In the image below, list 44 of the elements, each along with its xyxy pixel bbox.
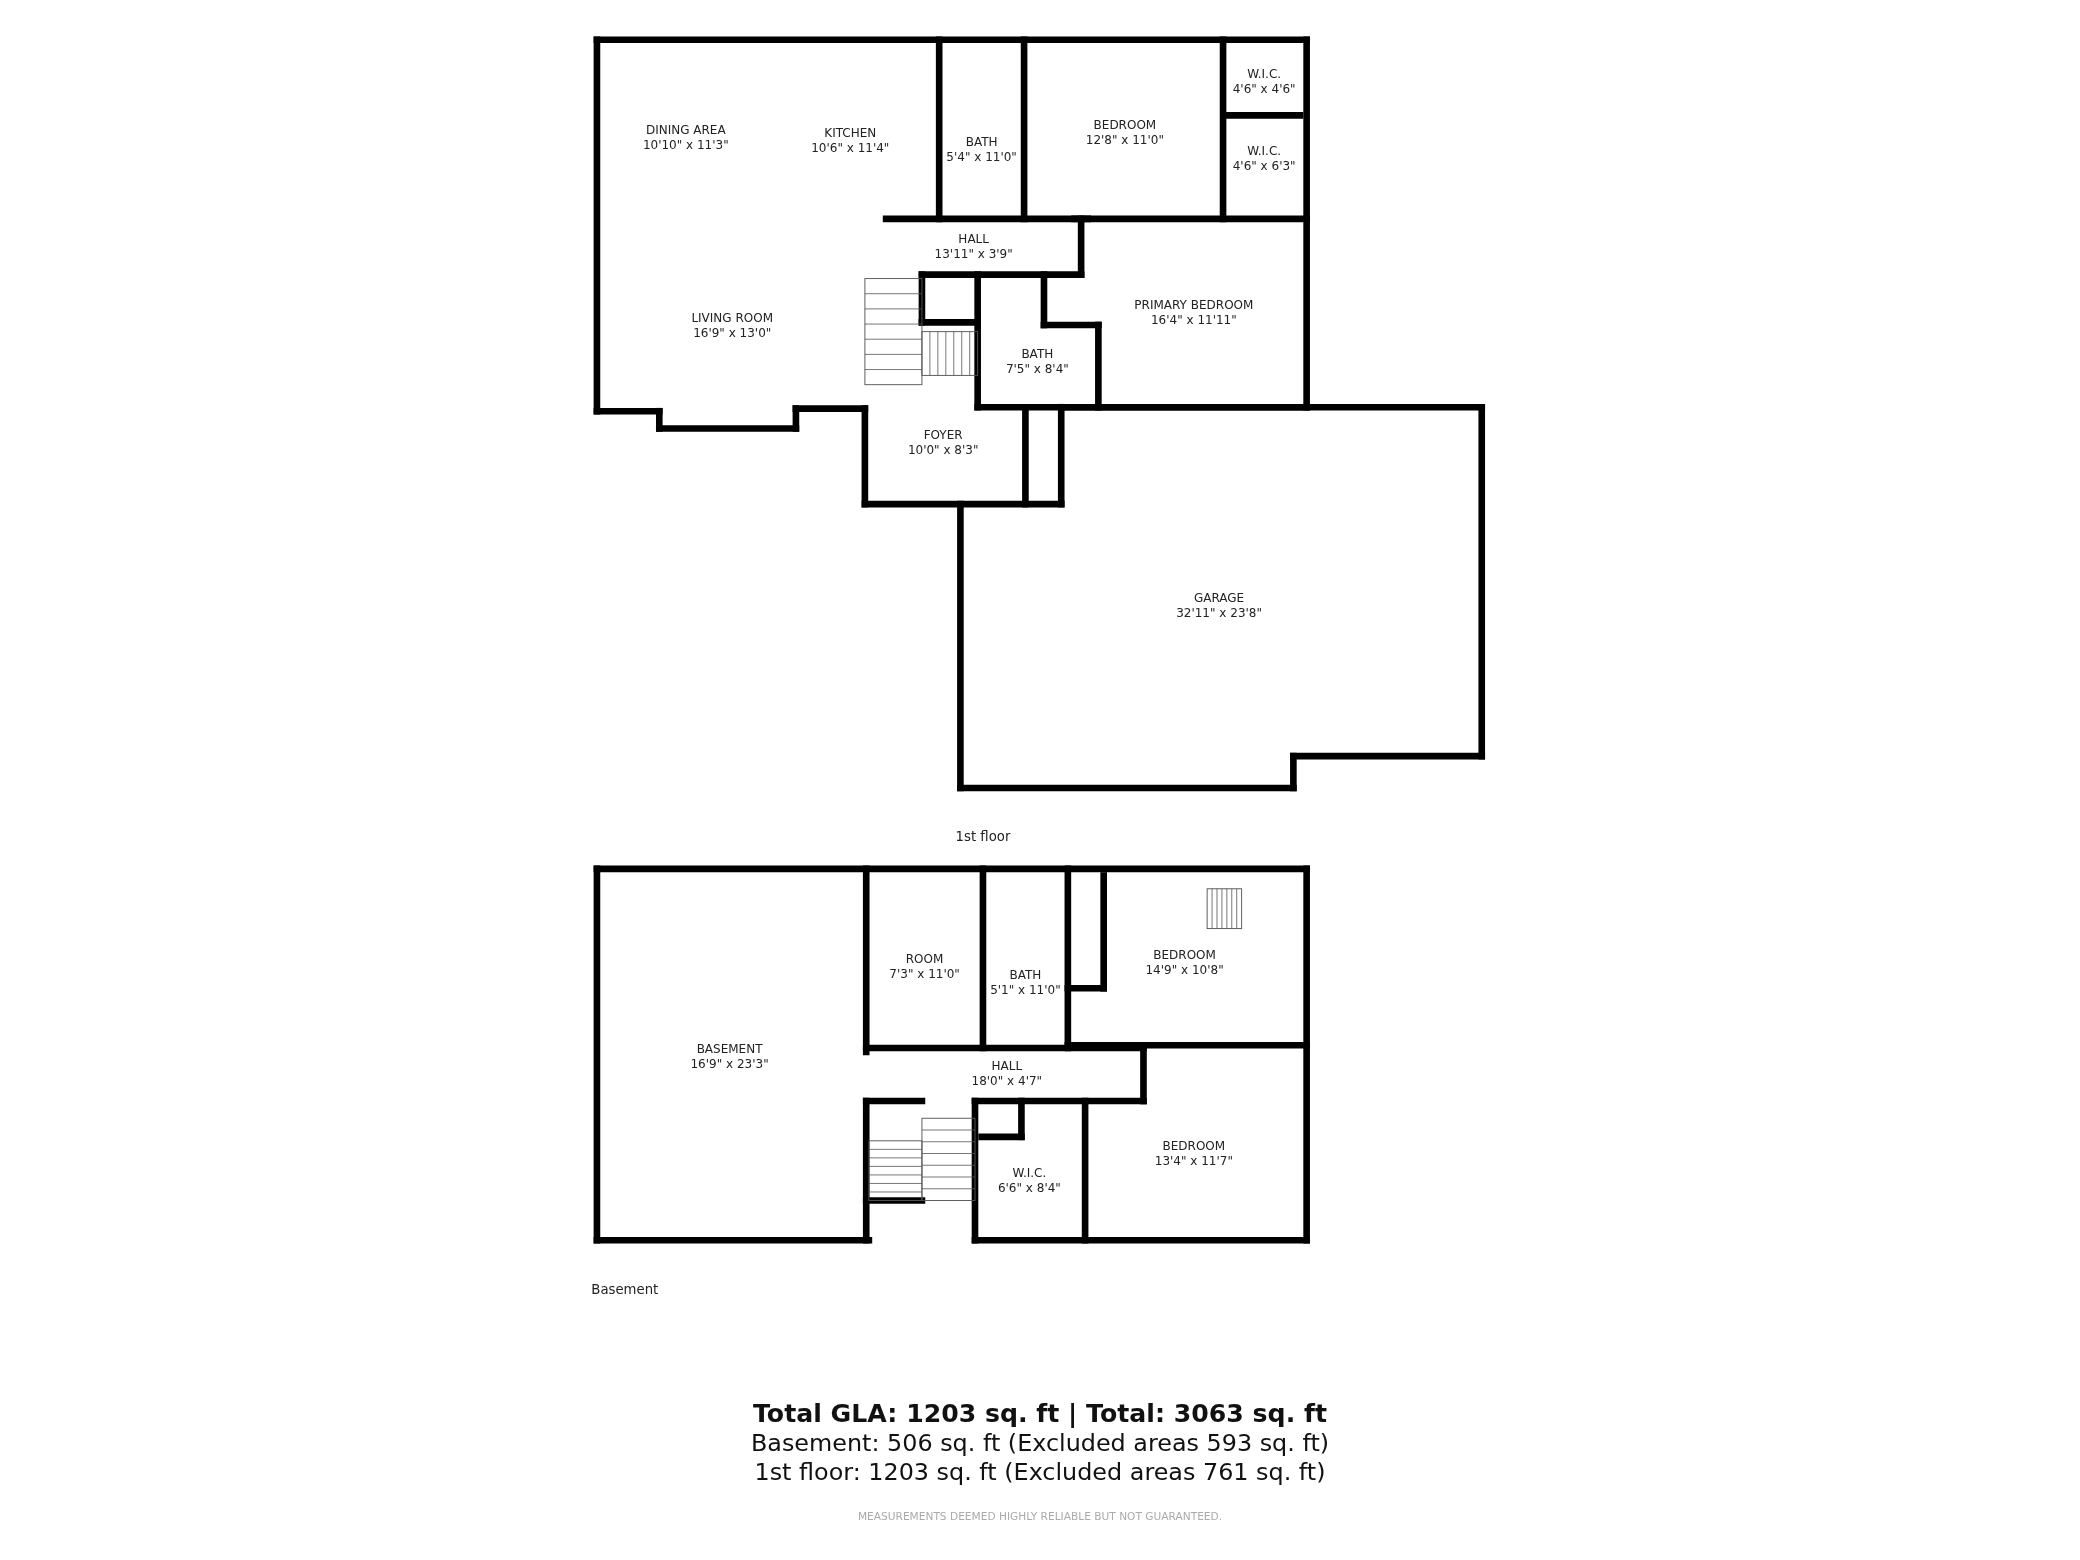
room-dimensions: 12'8" x 11'0" <box>1085 132 1164 148</box>
room-dimensions: 4'6" x 6'3" <box>1232 159 1296 175</box>
room-name: BEDROOM <box>1162 1139 1226 1155</box>
room-name: HALL <box>958 231 989 247</box>
room-dimensions: 13'11" x 3'9" <box>934 246 1013 262</box>
room-name: KITCHEN <box>824 125 877 141</box>
floor-area-text: Basement: 506 sq. ft (Excluded areas 593 sq. ft) <box>750 1429 1330 1458</box>
disclaimer-text: MEASUREMENTS DEEMED HIGHLY RELIABLE BUT NOT GUARANTEED. <box>857 1509 1223 1523</box>
room-name: W.I.C. <box>1247 144 1282 160</box>
floor-area-text: 1st floor: 1203 sq. ft (Excluded areas 761 sq. ft) <box>754 1458 1326 1487</box>
room-name: W.I.C. <box>1247 67 1282 83</box>
room-name: GARAGE <box>1193 591 1245 607</box>
room-dimensions: 18'0" x 4'7" <box>971 1074 1043 1090</box>
room-name: W.I.C. <box>1012 1165 1047 1181</box>
room-name: HALL <box>991 1059 1023 1075</box>
room-name: LIVING ROOM <box>691 311 774 327</box>
room-dimensions: 10'10" x 11'3" <box>642 137 729 153</box>
room-dimensions: 7'3" x 11'0" <box>889 967 960 982</box>
room-dimensions: 16'4" x 11'11" <box>1150 313 1237 329</box>
room-name: ROOM <box>905 952 944 967</box>
room-name: BEDROOM <box>1093 117 1157 133</box>
room-dimensions: 5'1" x 11'0" <box>990 982 1061 998</box>
floor-name: 1st floor <box>955 828 1011 844</box>
total-area-text: Total GLA: 1203 sq. ft | Total: 3063 sq. ft <box>753 1398 1327 1428</box>
room-name: BEDROOM <box>1153 948 1216 964</box>
room-name: BATH <box>1009 967 1042 983</box>
room-name: FOYER <box>923 428 963 444</box>
room-name: PRIMARY BEDROOM <box>1134 298 1254 314</box>
room-name: BATH <box>1021 347 1054 363</box>
room-dimensions: 10'0" x 8'3" <box>907 443 979 459</box>
room-name: DINING AREA <box>645 122 726 138</box>
floor-name: Basement <box>591 1281 659 1297</box>
room-dimensions: 6'6" x 8'4" <box>997 1180 1061 1196</box>
room-dimensions: 7'5" x 8'4" <box>1005 362 1069 378</box>
room-dimensions: 13'4" x 11'7" <box>1154 1154 1233 1170</box>
room-name: BATH <box>965 134 998 150</box>
room-name: BASEMENT <box>696 1042 763 1058</box>
room-dimensions: 5'4" x 11'0" <box>946 149 1017 165</box>
room-dimensions: 32'11" x 23'8" <box>1176 606 1262 622</box>
room-dimensions: 4'6" x 4'6" <box>1232 82 1296 98</box>
room-dimensions: 14'9" x 10'8" <box>1145 963 1224 979</box>
room-dimensions: 10'6" x 11'4" <box>811 140 890 156</box>
room-dimensions: 16'9" x 13'0" <box>693 326 772 342</box>
room-dimensions: 16'9" x 23'3" <box>690 1057 769 1073</box>
